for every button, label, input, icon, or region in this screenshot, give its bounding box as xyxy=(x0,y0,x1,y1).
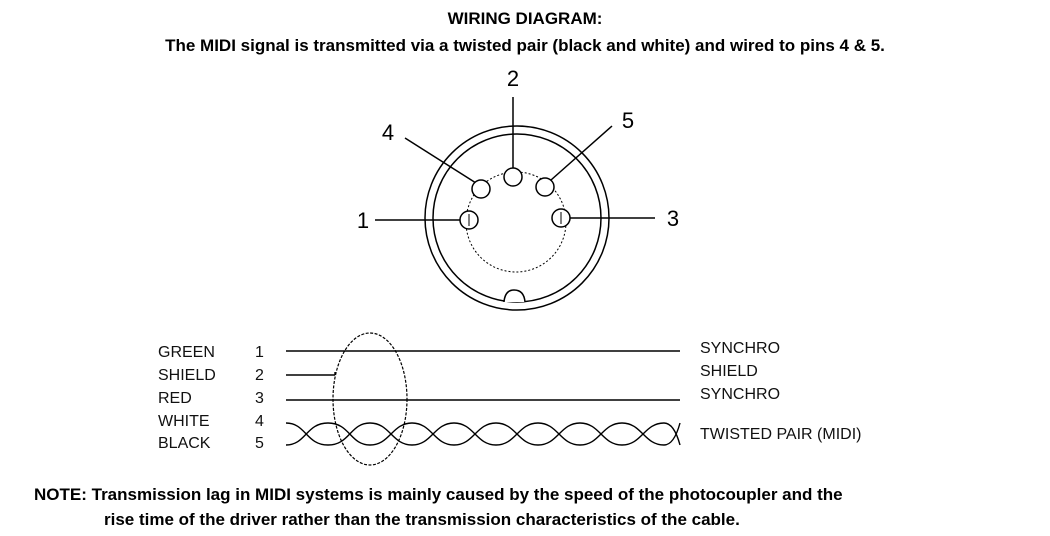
din-connector xyxy=(375,97,655,311)
note-prefix: NOTE: xyxy=(34,485,87,504)
twisted-pair-label: TWISTED PAIR (MIDI) xyxy=(700,426,861,443)
pin-2 xyxy=(503,167,523,187)
wire-color-white: WHITE xyxy=(158,413,210,430)
shield-ellipse xyxy=(332,332,408,466)
wire-color-green: GREEN xyxy=(158,344,215,361)
wire-color-shield: SHIELD xyxy=(158,367,216,384)
wire-function-synchro-3: SYNCHRO xyxy=(700,386,780,403)
twisted-pair-wire-a xyxy=(285,422,681,446)
wire-pin-1: 1 xyxy=(255,344,264,361)
wire-pin-3: 3 xyxy=(255,390,264,407)
pin-label-1: 1 xyxy=(357,208,369,233)
pin-label-4: 4 xyxy=(382,120,394,145)
pin-4 xyxy=(471,179,491,199)
twisted-pair-wire-b xyxy=(285,422,681,446)
connector-key-notch xyxy=(503,289,526,303)
pin-label-3: 3 xyxy=(667,206,679,231)
cable-wires xyxy=(285,332,681,466)
note: NOTE: Transmission lag in MIDI systems i… xyxy=(34,482,843,532)
wire-pin-2: 2 xyxy=(255,367,264,384)
diagram-title: WIRING DIAGRAM: xyxy=(447,9,603,28)
wire-color-red: RED xyxy=(158,390,192,407)
pin-5 xyxy=(535,177,555,197)
note-line-1: Transmission lag in MIDI systems is main… xyxy=(91,485,843,504)
wire-function-synchro-1: SYNCHRO xyxy=(700,340,780,357)
wire-pin-4: 4 xyxy=(255,413,264,430)
wire-function-shield: SHIELD xyxy=(700,363,758,380)
note-line-2: rise time of the driver rather than the … xyxy=(104,510,740,529)
pin-label-5: 5 xyxy=(622,108,634,133)
wire-pin-5: 5 xyxy=(255,435,264,452)
wire-labels: GREEN SHIELD RED WHITE BLACK 1 2 3 4 5 S… xyxy=(158,340,861,452)
pin-label-2: 2 xyxy=(507,66,519,91)
wire-color-black: BLACK xyxy=(158,435,211,452)
diagram-subtitle: The MIDI signal is transmitted via a twi… xyxy=(165,36,885,55)
